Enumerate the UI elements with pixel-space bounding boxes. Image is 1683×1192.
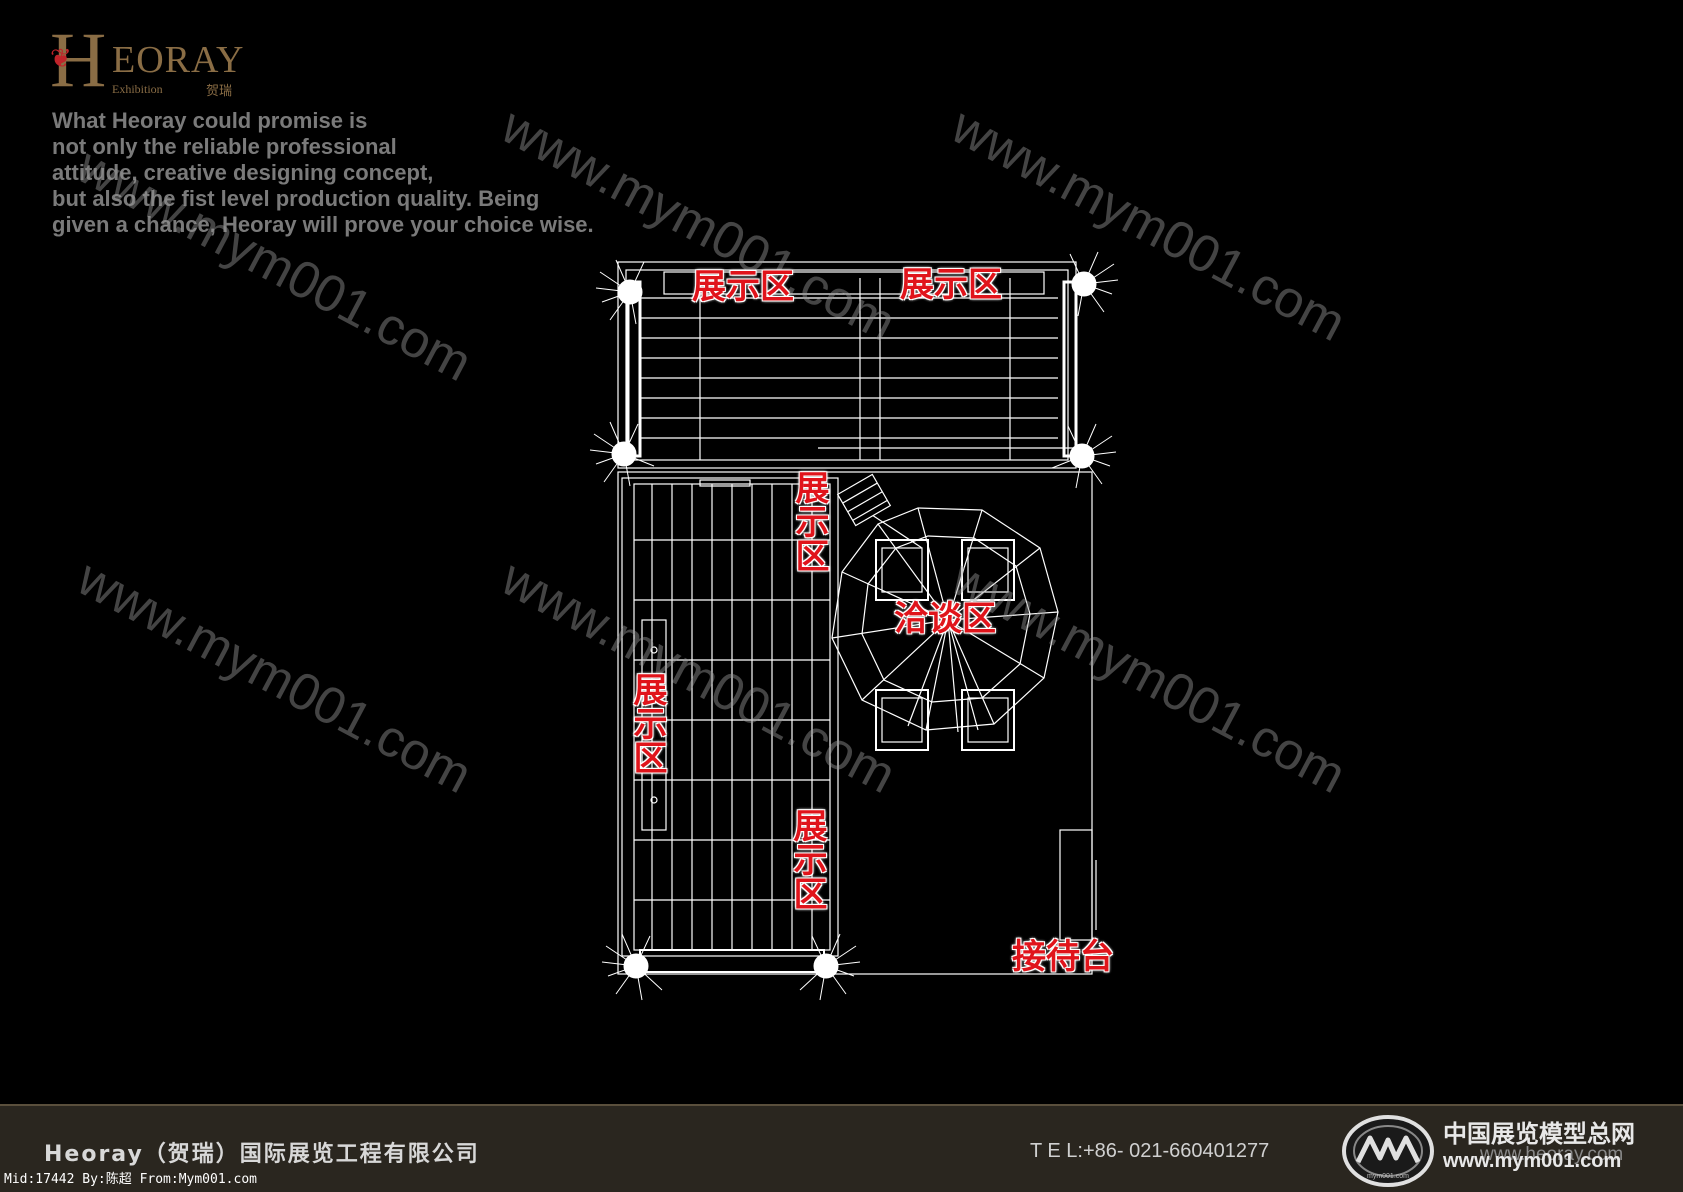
plant-icon	[1051, 423, 1117, 489]
plant-icon	[799, 933, 861, 1001]
network-url: www.mym001.com	[1443, 1150, 1622, 1172]
slogan-line: not only the reliable professional	[52, 134, 397, 159]
footer-bar: Heoray（贺瑞）国际展览工程有限公司 T E L:+86- 021-6604…	[0, 1104, 1683, 1192]
zone-label-display-top-left: 展示区	[692, 267, 794, 307]
display-stand	[836, 473, 922, 549]
chair	[875, 539, 929, 601]
telephone: T E L:+86- 021-660401277	[1030, 1140, 1270, 1162]
company-name: Heoray（贺瑞）国际展览工程有限公司	[44, 1142, 480, 1167]
heoray-logo: H ❦ EORAY Exhibition 贺瑞	[46, 20, 266, 102]
chair	[961, 689, 1015, 751]
reception-desk	[1059, 829, 1093, 941]
top-left-pillar	[626, 280, 642, 458]
zone-label-display-lower: 展示区	[787, 808, 827, 910]
negotiation-table	[831, 507, 1059, 733]
slogan-line: What Heoray could promise is	[52, 108, 368, 133]
mym001-logo-icon: mym001.com	[1342, 1115, 1434, 1187]
plant-icon	[589, 421, 655, 487]
slogan-line: but also the fist level production quali…	[52, 186, 540, 211]
network-name-cn: 中国展览模型总网	[1443, 1120, 1635, 1148]
logo-name: EORAY	[112, 39, 245, 81]
heoray-url: www.heoray.com	[1480, 1144, 1624, 1165]
plant-icon	[595, 259, 645, 325]
plant-icon	[1069, 251, 1119, 317]
bottom-display-bar	[639, 949, 825, 973]
zone-label-reception: 接待台	[1012, 937, 1114, 977]
zone-label-display-top-right: 展示区	[900, 265, 1002, 305]
logo-letter: H	[50, 16, 107, 103]
cloud-swirl-icon: ❦	[50, 44, 72, 74]
slogan: What Heoray could promise is not only th…	[52, 108, 652, 238]
image-meta: Mid:17442 By:陈超 From:Mym001.com	[4, 1172, 257, 1187]
chair	[961, 539, 1015, 601]
plant-icon	[601, 933, 663, 1001]
left-display-unit	[621, 477, 839, 957]
model-logo-caption: mym001.com	[1367, 1173, 1409, 1180]
booth-floor-outline	[617, 471, 1093, 975]
logo-cn: 贺瑞	[206, 84, 233, 99]
zone-label-display-left: 展示区	[627, 672, 667, 774]
slogan-line: attitude, creative designing concept,	[52, 160, 434, 185]
logo-sub: Exhibition	[112, 82, 163, 96]
chair	[875, 689, 929, 751]
zone-label-negotiation: 洽谈区	[894, 599, 996, 639]
slogan-line: given a chance, Heoray will prove your c…	[52, 212, 594, 237]
zone-label-display-mid: 展示区	[789, 470, 829, 572]
